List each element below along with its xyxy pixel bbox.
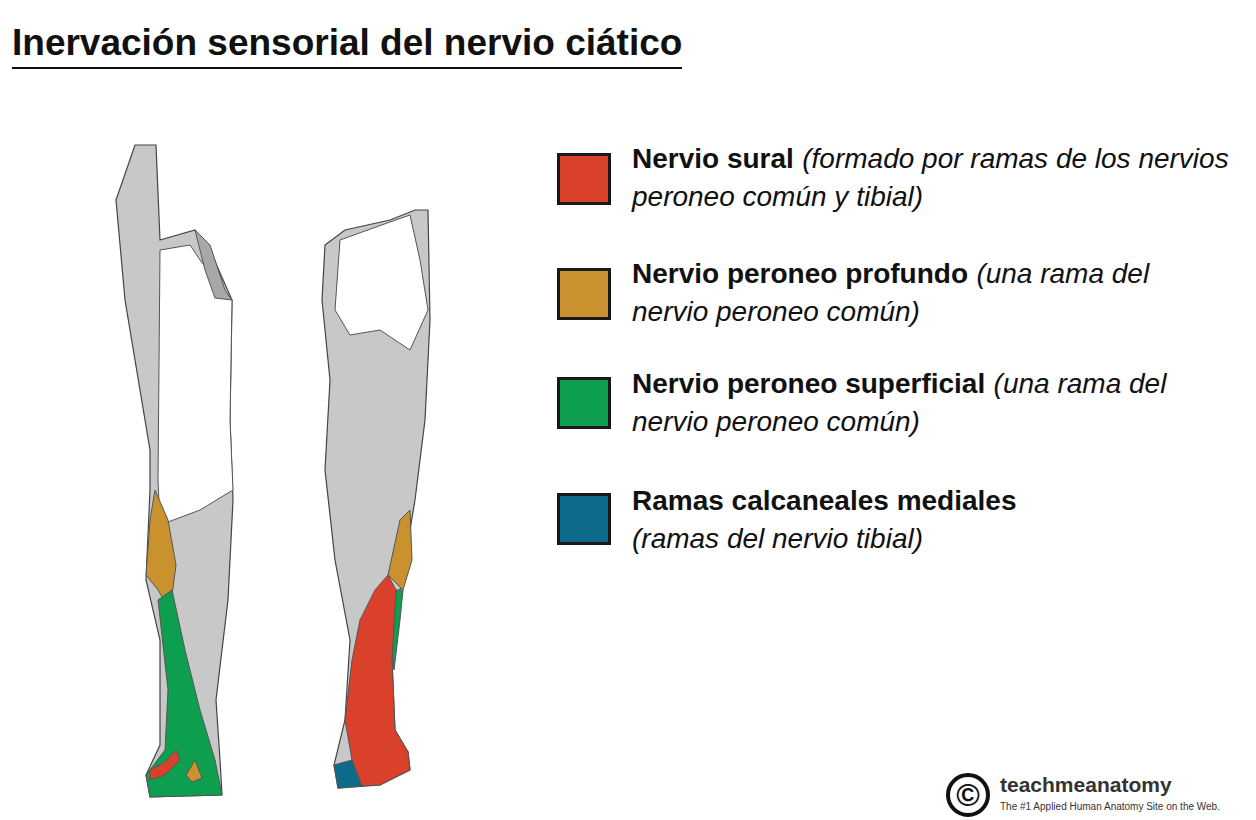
diagram-title: Inervación sensorial del nervio ciático bbox=[12, 22, 682, 69]
legend-swatch bbox=[557, 493, 611, 545]
legend-swatch bbox=[557, 268, 611, 320]
legend-text: Ramas calcaneales mediales bbox=[632, 485, 1016, 516]
sural-area bbox=[345, 575, 410, 786]
calcaneal-area bbox=[334, 760, 362, 788]
leg-outline bbox=[116, 145, 233, 797]
legend-note: (ramas del nervio tibial) bbox=[632, 520, 1232, 558]
legend-entry: Ramas calcaneales mediales (ramas del ner… bbox=[632, 482, 1232, 558]
deep-peroneal-area bbox=[186, 760, 202, 782]
skin-region bbox=[335, 215, 428, 350]
legend-text: Nervio sural bbox=[632, 143, 794, 174]
watermark-tagline: The #1 Applied Human Anatomy Site on the… bbox=[1000, 801, 1220, 812]
legend-swatch bbox=[557, 153, 611, 205]
legend-text: Nervio peroneo profundo bbox=[632, 258, 968, 289]
copyright-circle bbox=[948, 775, 988, 815]
copyright-symbol: © bbox=[950, 776, 986, 814]
legend-entry: Nervio sural(formado por ramas de los ne… bbox=[632, 140, 1232, 216]
deep-peroneal-area bbox=[388, 510, 412, 590]
watermark-brand: teachmeanatomy bbox=[1000, 773, 1172, 797]
superficial-peroneal-area bbox=[146, 590, 222, 797]
legend-text: Nervio peroneo superficial bbox=[632, 368, 985, 399]
skin-region bbox=[195, 230, 232, 300]
leg-outline bbox=[322, 210, 430, 788]
legend-entry: Nervio peroneo superficial(una rama del … bbox=[632, 365, 1232, 441]
sural-area bbox=[150, 750, 180, 780]
legend-entry: Nervio peroneo profundo(una rama del ner… bbox=[632, 255, 1232, 331]
legend-swatch bbox=[557, 377, 611, 429]
